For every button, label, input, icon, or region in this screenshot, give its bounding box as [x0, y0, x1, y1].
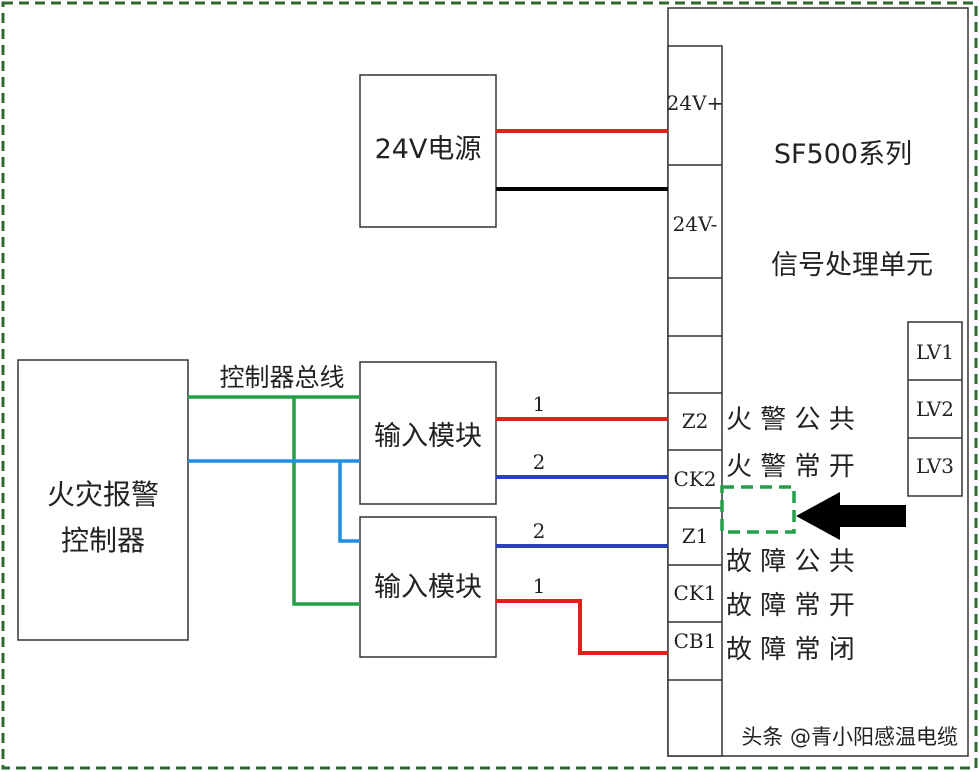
- sf500-title-line2: 信号处理单元: [771, 250, 933, 281]
- controller-bus-label: 控制器总线: [219, 363, 344, 392]
- jumper-dashed-box: [720, 485, 796, 534]
- power-supply-label: 24V电源: [375, 134, 482, 165]
- input-module-2-label: 输入模块: [374, 572, 482, 603]
- wire-number-lower-red: 1: [533, 574, 546, 598]
- lv-label-3: LV3: [916, 454, 954, 478]
- terminal-24v-plus: 24V+: [667, 91, 724, 115]
- wire-number-upper-blue: 2: [533, 450, 546, 474]
- wire-number-upper-red: 1: [533, 392, 546, 416]
- relay-label-fire-no: 火 警 常 开: [726, 452, 855, 482]
- input-module-1-box: [359, 361, 497, 505]
- lv-indicator-box: [907, 321, 963, 497]
- watermark-text: 头条 @青小阳感温电缆: [741, 725, 958, 749]
- input-module-1-label: 输入模块: [374, 421, 482, 452]
- terminal-z2: Z2: [682, 409, 709, 433]
- wire-module2-red: [496, 599, 668, 655]
- terminal-ck2: CK2: [674, 467, 717, 491]
- relay-label-fault-nc: 故 障 常 闭: [726, 635, 855, 665]
- relay-label-fault-common: 故 障 公 共: [726, 547, 855, 577]
- bus-wire-green-branch: [292, 397, 360, 606]
- bus-wire-blue-branch: [338, 461, 360, 543]
- fire-controller-label-2: 控制器: [61, 524, 145, 557]
- lv-label-1: LV1: [916, 340, 954, 364]
- relay-label-fault-no: 故 障 常 开: [726, 591, 855, 621]
- lv-label-2: LV2: [916, 397, 954, 421]
- wire-number-lower-blue: 2: [533, 519, 546, 543]
- terminal-cb1: CB1: [674, 629, 717, 653]
- power-supply-box: [359, 74, 497, 228]
- input-module-2-box: [359, 516, 497, 658]
- sf500-title-line1: SF500系列: [774, 139, 912, 170]
- terminal-ck1: CK1: [674, 581, 717, 605]
- relay-label-fire-common: 火 警 公 共: [726, 405, 855, 435]
- terminal-z1: Z1: [682, 524, 709, 548]
- fire-controller-label-1: 火灾报警: [47, 478, 159, 511]
- fire-controller-box: [17, 359, 189, 641]
- left-arrow-icon: [796, 492, 906, 540]
- terminal-24v-minus: 24V-: [673, 212, 718, 236]
